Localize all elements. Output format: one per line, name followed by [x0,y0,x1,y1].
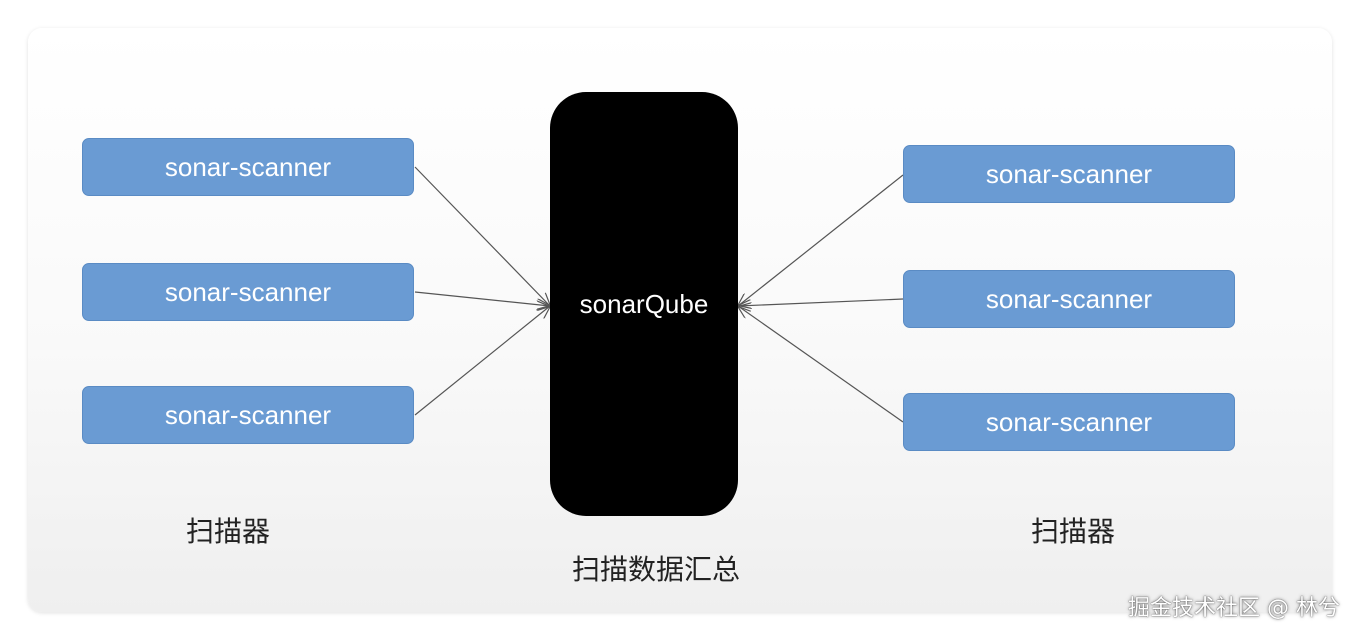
scanner-left-3: sonar-scanner [82,386,414,444]
scanner-left-1: sonar-scanner [82,138,414,196]
scanner-label: sonar-scanner [985,406,1153,437]
scanner-label: sonar-scanner [164,276,332,307]
sonarqube-server: sonarQube [550,92,738,516]
scanner-right-2: sonar-scanner [903,270,1235,328]
scanner-left-2: sonar-scanner [82,263,414,321]
left-group-caption: 扫描器 [186,515,271,548]
server-caption: 扫描数据汇总 [572,553,741,586]
right-group-caption: 扫描器 [1031,515,1116,548]
scanner-right-3: sonar-scanner [903,393,1235,451]
scanner-right-1: sonar-scanner [903,145,1235,203]
scanner-label: sonar-scanner [985,283,1153,314]
scanner-label: sonar-scanner [164,399,332,430]
server-label: sonarQube [579,288,709,319]
watermark: 掘金技术社区 @ 林兮 [1128,596,1340,621]
scanner-label: sonar-scanner [985,158,1153,189]
scanner-label: sonar-scanner [164,151,332,182]
